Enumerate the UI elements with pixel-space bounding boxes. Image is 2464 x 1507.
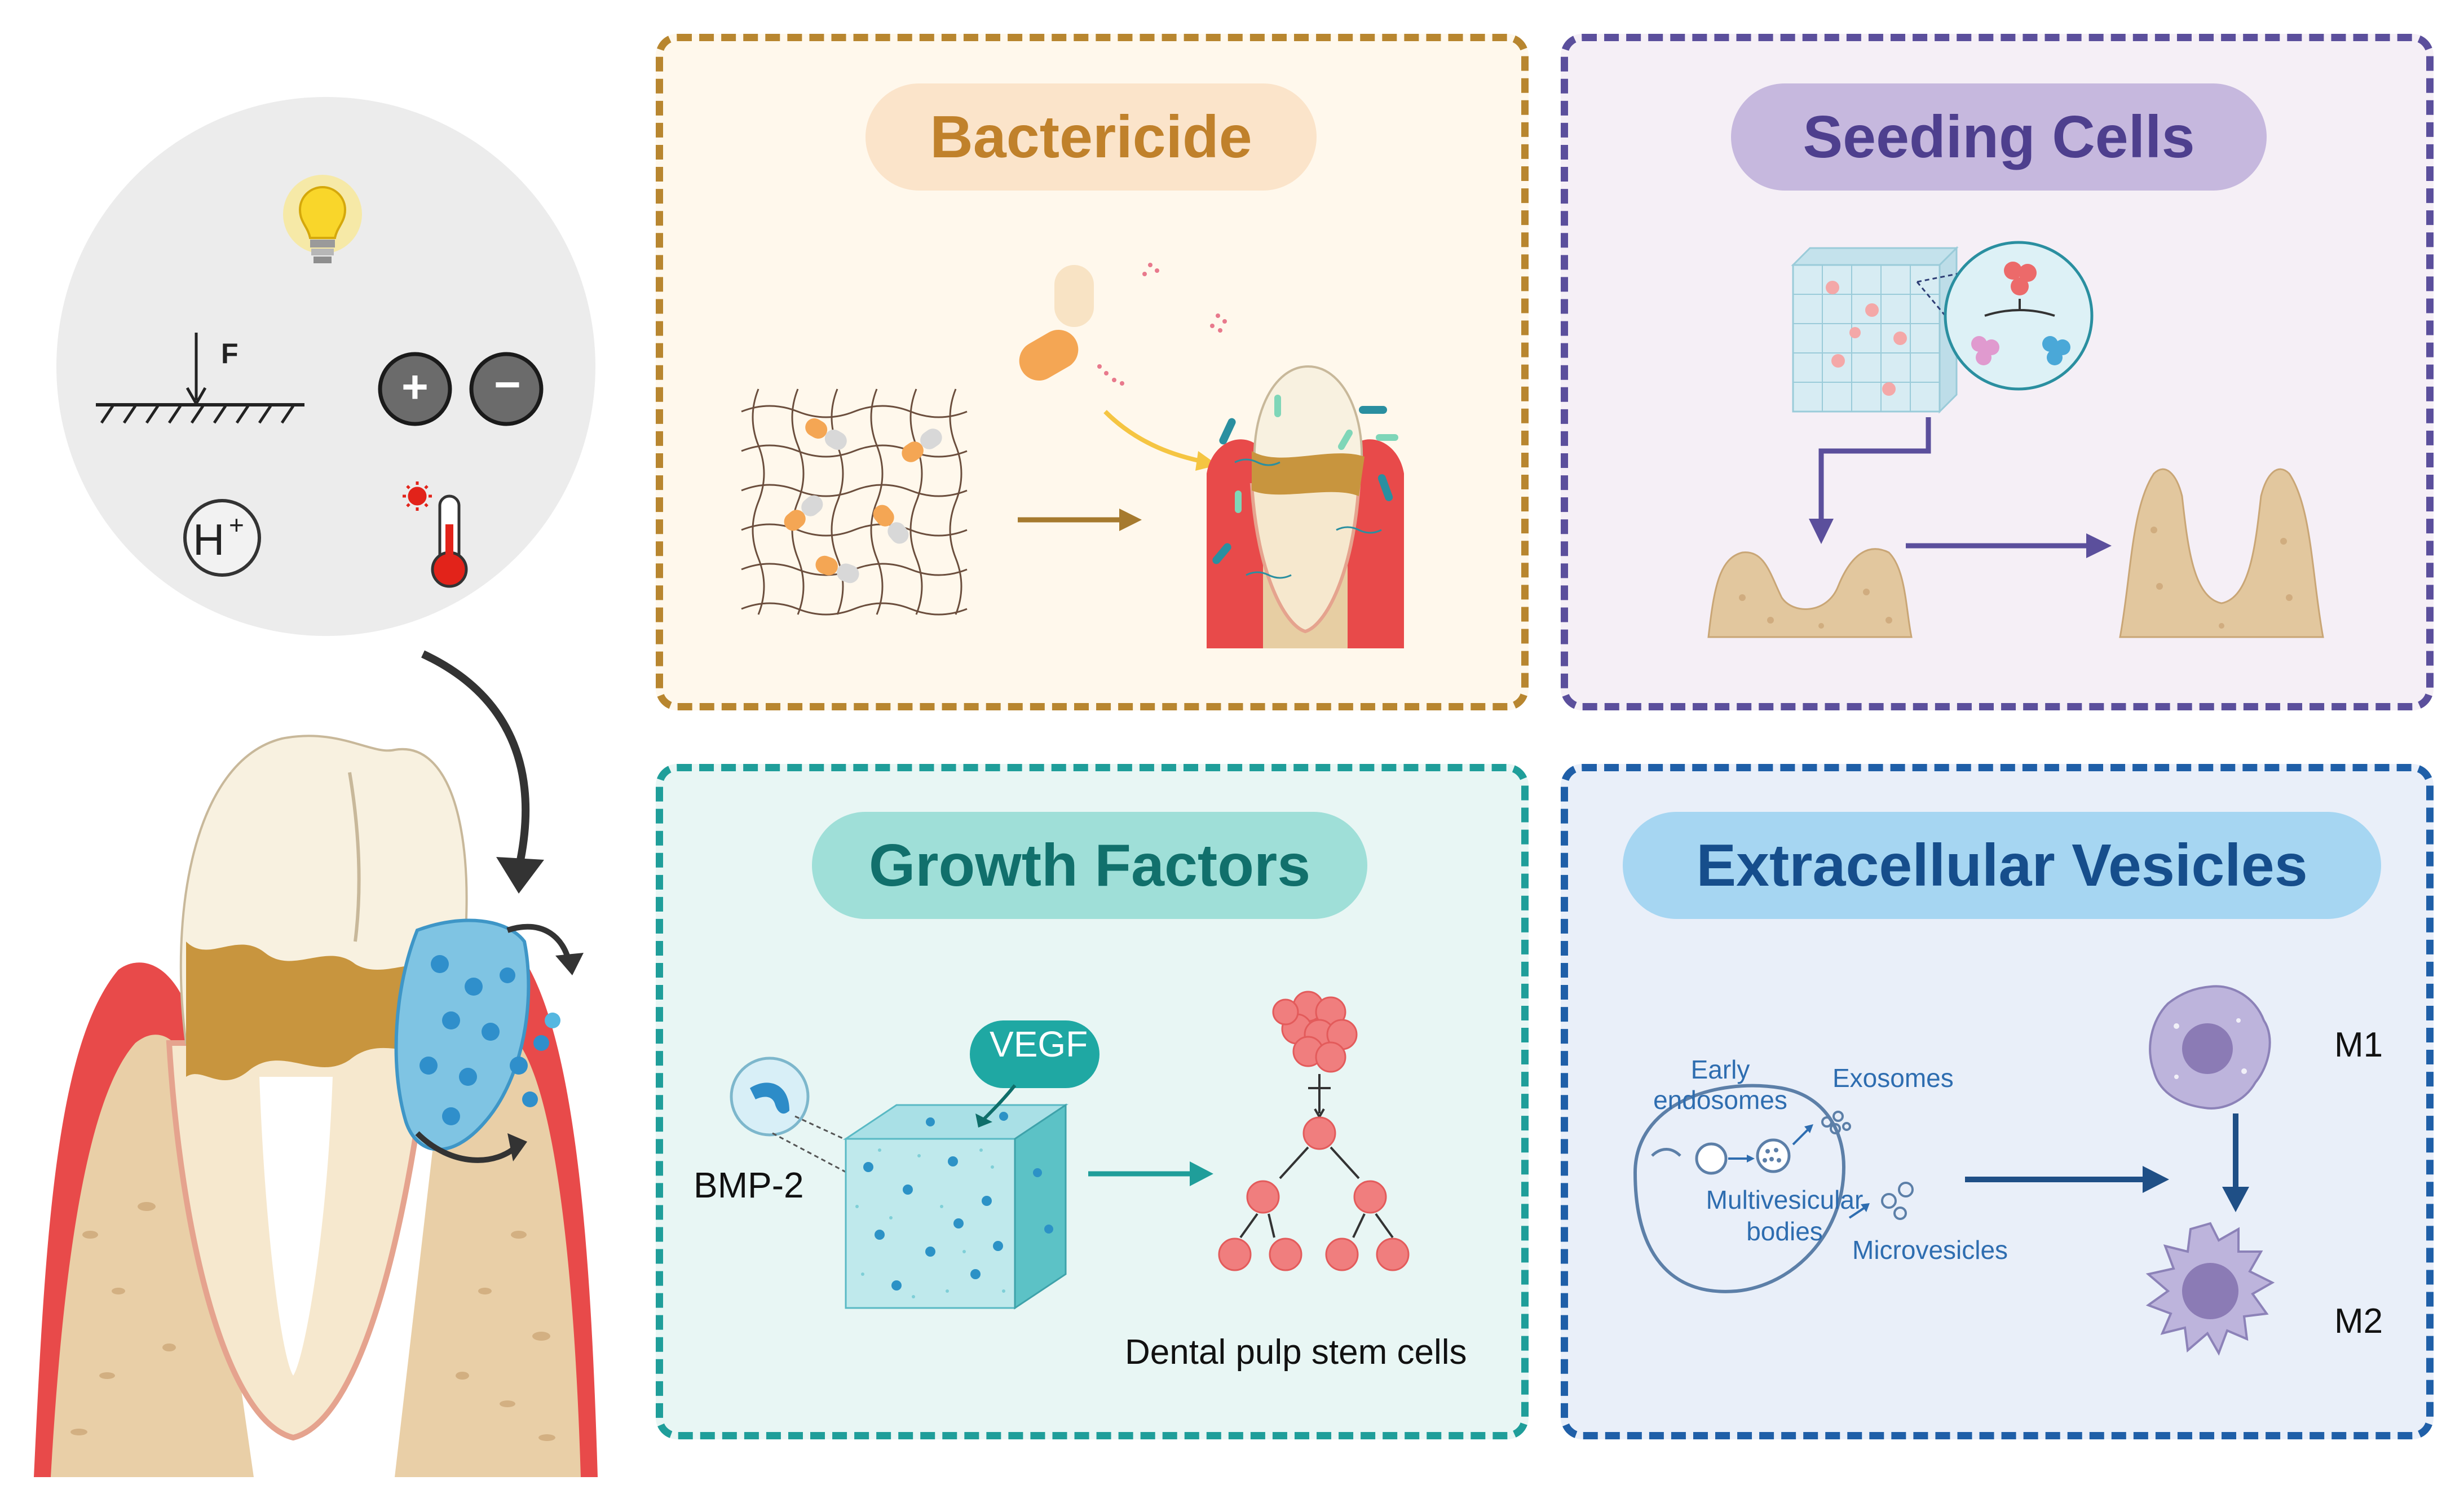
- growth-factors-title: Growth Factors: [812, 812, 1367, 919]
- microvesicles-label: Microvesicles: [1852, 1235, 2008, 1265]
- polarization-arrow: [2222, 1113, 2249, 1212]
- thermometer-icon: [403, 481, 468, 588]
- exosomes-label: Exosomes: [1832, 1063, 1954, 1093]
- growth-factors-arrow: [1088, 1161, 1213, 1186]
- plus-charge-icon: [378, 352, 452, 426]
- m1-label: M1: [2334, 1026, 2383, 1064]
- drug-loaded-hydrogel-network: [741, 388, 968, 616]
- antibiotic-capsule-icon: [1019, 263, 1227, 471]
- vegf-callout: [970, 1020, 1099, 1128]
- force-icon: [96, 333, 304, 424]
- periodontal-tooth-illustration: [34, 735, 598, 1477]
- curved-arrow-icon: [421, 650, 544, 894]
- minus-charge-icon: [469, 352, 544, 426]
- bone-defect-icon: [1707, 548, 1913, 638]
- extracellular-vesicles-title: Extracellular Vesicles: [1623, 812, 2381, 919]
- m2-label: M2: [2334, 1302, 2383, 1341]
- growth-factor-scaffold: [843, 1103, 1068, 1310]
- vesicles-arrow: [1965, 1166, 2169, 1193]
- seeding-cells-title: Seeding Cells: [1731, 83, 2267, 191]
- minus-symbol: −: [494, 359, 521, 410]
- dental-pulp-stem-cells-label: Dental pulp stem cells: [1125, 1333, 1467, 1372]
- plus-symbol: +: [401, 361, 429, 413]
- seeding-arrow-down: [1809, 417, 1931, 544]
- force-label: F: [221, 338, 239, 369]
- vegf-label: VEGF: [990, 1024, 1088, 1064]
- proton-label: H: [193, 515, 225, 564]
- bactericide-title: Bactericide: [866, 83, 1317, 191]
- dental-pulp-stem-cell-tree: [1218, 991, 1410, 1271]
- proton-icon: [183, 499, 261, 577]
- early-endosomes-label: Early endosomes: [1653, 1055, 1787, 1115]
- vesicle-biogenesis-cell: [1633, 1084, 1914, 1293]
- light-bulb-icon: [283, 175, 362, 263]
- infected-tooth-icon: [1207, 365, 1404, 648]
- cell-seeded-scaffold: [1791, 246, 1959, 414]
- proton-charge: +: [229, 510, 244, 540]
- stem-cell-differentiation-inset: [1916, 241, 2094, 391]
- seeding-arrow-right: [1906, 533, 2112, 558]
- m2-macrophage-icon: [2145, 1222, 2275, 1356]
- m1-macrophage-icon: [2149, 985, 2271, 1110]
- multivesicular-bodies-label: Multivesicular bodies: [1706, 1185, 1864, 1246]
- regenerated-bone-icon: [2119, 468, 2324, 638]
- bactericide-arrow: [1018, 509, 1142, 531]
- bmp2-label: BMP-2: [694, 1165, 804, 1205]
